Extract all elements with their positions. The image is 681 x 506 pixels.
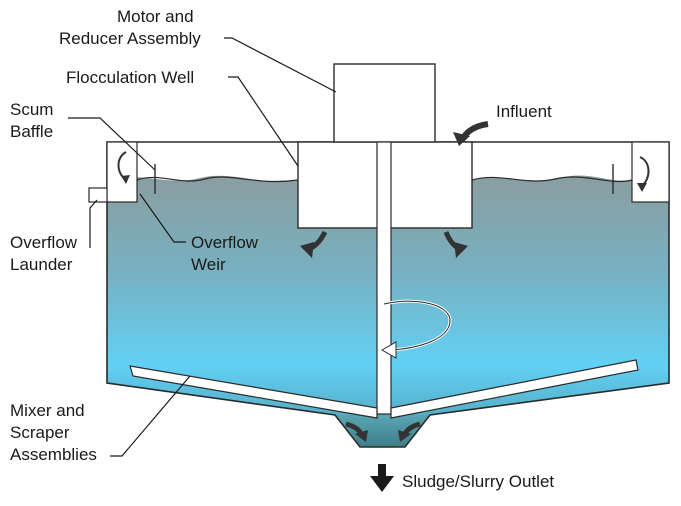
sump-water [335, 415, 430, 447]
flow-arrow-icon [398, 430, 411, 442]
motor-reducer-box [333, 63, 436, 143]
label-scum-line1: Scum [10, 100, 53, 119]
label-sludge-outlet: Sludge/Slurry Outlet [402, 472, 554, 491]
label-motor-line2: Reducer Assembly [59, 29, 201, 48]
down-arrow-icon [370, 476, 394, 492]
label-mixer-line2: Scraper [10, 423, 70, 442]
label-overflow-launder-line1: Overflow [10, 233, 78, 252]
leader-flocculation [228, 76, 299, 167]
influent-arrow-icon [453, 132, 470, 146]
leader-motor [224, 37, 337, 93]
rotation-arrow-icon [380, 341, 397, 359]
flow-arrow-icon [454, 242, 468, 258]
left-launder-box [106, 141, 138, 203]
tank-outline [106, 141, 670, 448]
label-overflow-launder-line2: Launder [10, 255, 73, 274]
flow-arrow-icon [355, 430, 368, 442]
down-arrow-icon [378, 464, 386, 478]
leader-scum [68, 117, 156, 171]
label-motor-line1: Motor and [117, 7, 194, 26]
flow-arrow-icon [300, 242, 314, 258]
flow-arrow-icon [121, 175, 130, 184]
leader-mixer [110, 375, 191, 457]
label-mixer-line3: Assemblies [10, 445, 97, 464]
label-overflow-weir-line2: Weir [191, 255, 226, 274]
label-overflow-weir-line1: Overflow [191, 233, 259, 252]
label-scum-line2: Baffle [10, 122, 53, 141]
water-surface [136, 176, 299, 183]
right-launder-box [631, 141, 670, 203]
flow-arrow-icon [637, 183, 647, 192]
leader-launder [89, 199, 98, 248]
center-shaft [376, 141, 392, 415]
label-influent: Influent [496, 102, 552, 121]
scraper-arm-left [129, 365, 378, 419]
overflow-launder-outlet [88, 187, 108, 203]
leader-weir [139, 193, 186, 243]
label-flocculation-well: Flocculation Well [66, 68, 194, 87]
scraper-arm-right [390, 359, 639, 419]
label-mixer-line1: Mixer and [10, 401, 85, 420]
rotation-arrow-icon [383, 300, 451, 351]
water-surface-right [471, 176, 633, 183]
